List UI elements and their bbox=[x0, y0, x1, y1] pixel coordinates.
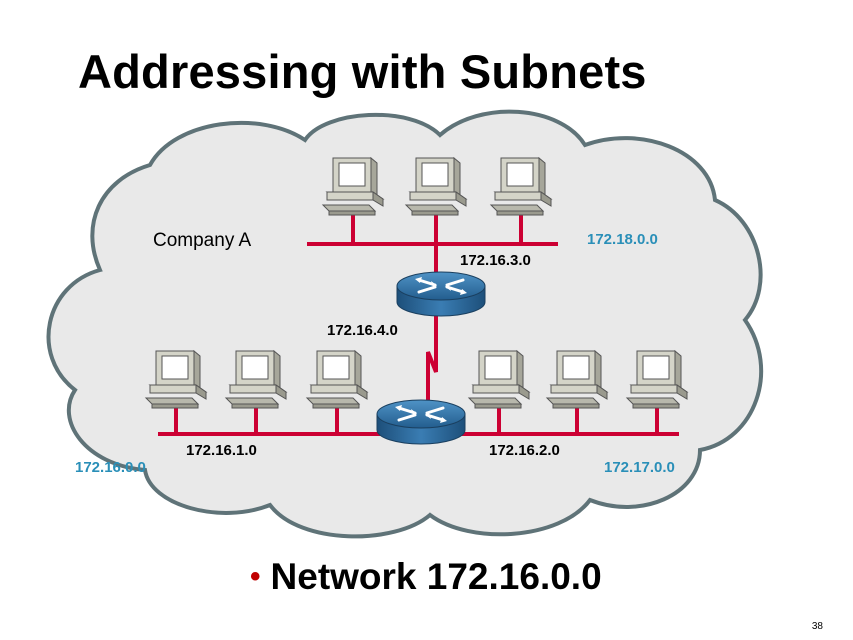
bullet-text: Network 172.16.0.0 bbox=[270, 556, 602, 597]
subnet-label-left-lan: 172.16.1.0 bbox=[186, 442, 257, 459]
page-number: 38 bbox=[811, 621, 823, 632]
serial-link-icon bbox=[426, 300, 438, 410]
cloud-label: Company A bbox=[153, 230, 252, 251]
router-icon bbox=[395, 270, 487, 318]
bullet-icon: • bbox=[250, 560, 261, 593]
router-icon bbox=[375, 398, 467, 446]
network-label-top-right: 172.18.0.0 bbox=[587, 231, 658, 248]
subnet-label-right-lan: 172.16.2.0 bbox=[489, 442, 560, 459]
network-label-bottom-left: 172.16.0.0 bbox=[75, 459, 146, 476]
bullet-item: • Network 172.16.0.0 bbox=[250, 556, 602, 598]
subnet-label-top-lan: 172.16.3.0 bbox=[460, 252, 531, 269]
cloud-icon bbox=[46, 109, 764, 539]
slide-title: Addressing with Subnets bbox=[78, 45, 647, 98]
network-label-bottom-right: 172.17.0.0 bbox=[604, 459, 675, 476]
subnet-label-router-link: 172.16.4.0 bbox=[327, 322, 398, 339]
